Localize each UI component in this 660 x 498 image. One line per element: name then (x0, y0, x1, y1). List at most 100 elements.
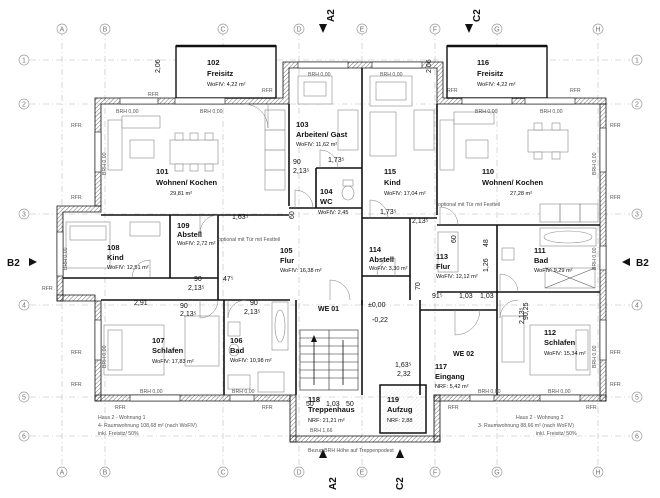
room-105-name: Flur (280, 256, 294, 265)
svg-text:WE 01: WE 01 (318, 306, 339, 313)
grid-marker-h: H (592, 23, 604, 35)
room-101-number: 101 (156, 167, 169, 176)
grid-marker-5-right: 5 (631, 391, 643, 403)
svg-text:BRH 0,00: BRH 0,00 (380, 72, 403, 78)
grid-marker-4-right: 4 (631, 299, 643, 311)
doors (131, 103, 519, 336)
grid-marker-e: E (356, 23, 368, 35)
room-119: 119 Aufzug NRF: 2,88 (387, 395, 413, 424)
svg-text:BRH 0,00: BRH 0,00 (102, 345, 108, 368)
svg-text:90: 90 (250, 300, 258, 307)
svg-text:BRH 0,00: BRH 0,00 (140, 389, 163, 395)
svg-text:RFR: RFR (71, 195, 82, 201)
svg-text:1,03: 1,03 (326, 401, 340, 408)
svg-text:91⁵: 91⁵ (432, 293, 443, 300)
interior-walls (63, 68, 600, 434)
room-102: 102 Freisitz WoFlV: 4,22 m² (207, 58, 246, 88)
room-110-name: Wohnen/ Kochen (482, 178, 544, 187)
svg-text:5: 5 (22, 395, 26, 402)
room-115-number: 115 (384, 167, 396, 176)
svg-text:BRH 0,00: BRH 0,00 (548, 389, 571, 395)
room-103-area: WoFlV: 11,62 m² (296, 142, 337, 148)
svg-text:Haus 2 - Wohnung 2: Haus 2 - Wohnung 2 (516, 415, 564, 421)
grid-marker-1: 1 (18, 54, 30, 66)
svg-text:H: H (595, 27, 600, 34)
room-106-name: Bad (230, 346, 245, 355)
svg-text:90,25: 90,25 (523, 302, 530, 320)
svg-text:1,03: 1,03 (459, 293, 473, 300)
svg-text:1,63⁵: 1,63⁵ (395, 362, 412, 369)
room-118-number: 118 (308, 395, 320, 404)
apartment-2-note: Haus 2 - Wohnung 2 3- Raumwohnung 88,66 … (478, 415, 577, 437)
svg-text:C: C (220, 470, 225, 477)
room-112-name: Schlafen (544, 338, 576, 347)
grid-marker-c-bottom: C (217, 466, 229, 478)
room-107: 107 Schlafen WoFlV: 17,83 m² (152, 336, 194, 365)
furniture-101 (107, 109, 286, 191)
room-102-number: 102 (207, 58, 220, 67)
svg-text:1,73⁵: 1,73⁵ (328, 157, 345, 164)
room-106: 106 Bad WoFlV: 10,98 m² (230, 336, 272, 364)
room-112-area: WoFlV: 15,34 m² (544, 351, 586, 357)
svg-text:RFR: RFR (610, 195, 621, 201)
furniture-106 (227, 301, 289, 393)
svg-text:BRH 0,00: BRH 0,00 (592, 345, 598, 368)
grid-marker-5: 5 (18, 391, 30, 403)
room-105-area: WoFlV: 16,38 m² (280, 268, 322, 274)
grid-marker-g-bottom: G (491, 466, 503, 478)
svg-text:D: D (296, 27, 301, 34)
room-115: 115 Kind WoFlV: 17,04 m² (384, 167, 426, 197)
room-111-area: WoFlV: 9,29 m² (534, 268, 573, 274)
room-107-number: 107 (152, 336, 165, 345)
svg-text:BRH 0,00: BRH 0,00 (232, 389, 255, 395)
svg-text:70: 70 (415, 282, 422, 290)
svg-text:1: 1 (22, 58, 26, 65)
grid-marker-4: 4 (18, 299, 30, 311)
apartment-1-note: Haus 2 - Wohnung 1 4- Raumwohnung 108,68… (98, 415, 197, 437)
furniture-112 (501, 315, 591, 376)
grid-marker-a: A (56, 23, 68, 35)
svg-text:BRH 0,00: BRH 0,00 (63, 247, 69, 270)
svg-text:BRH 0,00: BRH 0,00 (592, 152, 598, 175)
svg-text:B: B (103, 27, 108, 34)
svg-text:RFR: RFR (447, 88, 458, 94)
grid-marker-h-bottom: H (592, 466, 604, 478)
section-marker-b2-left: B2 (7, 258, 37, 269)
room-101-area: 29,81 m² (170, 191, 192, 197)
room-110-number: 110 (482, 167, 494, 176)
grid-marker-6: 6 (18, 430, 30, 442)
svg-text:E: E (360, 470, 365, 477)
svg-text:5: 5 (635, 395, 639, 402)
room-103-name: Arbeiten/ Gast (296, 130, 348, 139)
furniture-113 (437, 231, 459, 273)
svg-text:90: 90 (180, 303, 188, 310)
svg-text:3: 3 (22, 212, 26, 219)
svg-text:F: F (433, 470, 437, 477)
svg-text:RFR: RFR (610, 123, 621, 129)
svg-text:50: 50 (306, 401, 314, 408)
room-114-area: WoFlV: 3,30 m² (369, 266, 408, 272)
svg-text:RFR: RFR (610, 382, 621, 388)
room-117-name: Eingang (435, 372, 465, 381)
svg-text:2,91: 2,91 (134, 300, 148, 307)
svg-text:BRH 0,00: BRH 0,00 (116, 109, 139, 115)
room-104: 104 WC WoFlV: 2,45 (318, 187, 348, 216)
grid-marker-e-bottom: E (356, 466, 368, 478)
room-113-number: 113 (436, 252, 448, 261)
svg-text:47⁵: 47⁵ (223, 276, 234, 283)
room-109-name: Abstell (177, 230, 202, 239)
room-110: 110 Wohnen/ Kochen 27,28 m² (482, 167, 544, 197)
grid-marker-1-right: 1 (631, 54, 643, 66)
room-104-number: 104 (320, 187, 333, 196)
room-108-number: 108 (107, 243, 120, 252)
section-marker-b2-right: B2 (622, 258, 649, 269)
svg-text:4: 4 (635, 303, 639, 310)
svg-text:D: D (296, 470, 301, 477)
balcony-102 (175, 44, 277, 99)
svg-text:RFR: RFR (262, 88, 273, 94)
svg-text:±0,00: ±0,00 (368, 302, 386, 309)
grid-marker-b-bottom: B (99, 466, 111, 478)
grid-marker-f: F (429, 23, 441, 35)
svg-text:RFR: RFR (71, 350, 82, 356)
